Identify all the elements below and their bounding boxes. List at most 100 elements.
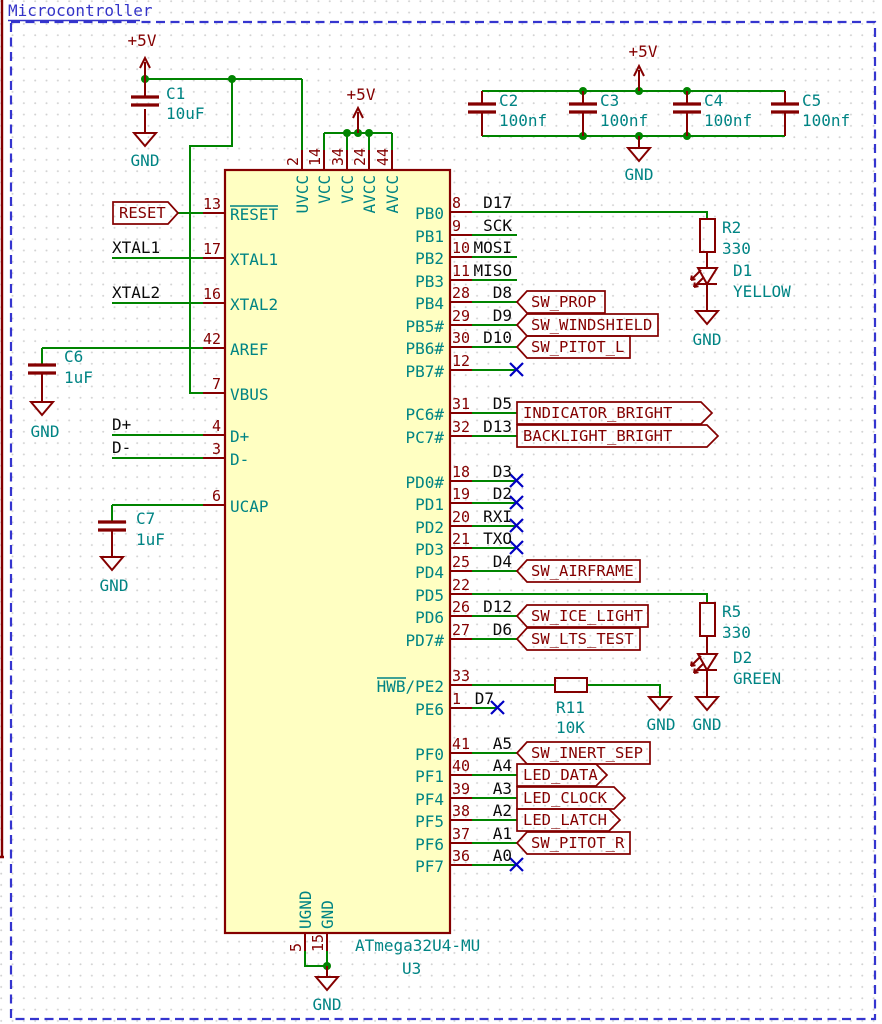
gnd-ic[interactable]: GND: [313, 966, 342, 1014]
power-5v-capbank[interactable]: +5V: [629, 42, 658, 91]
capacitor-c1[interactable]: C1 10uF: [131, 79, 205, 123]
gnd-label[interactable]: GND: [693, 715, 722, 734]
net-label[interactable]: D4: [493, 552, 512, 571]
gnd-label[interactable]: GND: [693, 330, 722, 349]
value-label[interactable]: 330: [722, 239, 751, 258]
value-label[interactable]: 1uF: [136, 530, 165, 549]
gnd-d1[interactable]: GND: [693, 285, 722, 349]
global-label-backlight-bright[interactable]: BACKLIGHT_BRIGHT: [516, 424, 720, 448]
wire-5v-rail[interactable]: [145, 78, 303, 394]
led-d1[interactable]: D1 YELLOW: [690, 252, 791, 301]
value-label[interactable]: 1uF: [64, 368, 93, 387]
ic-value[interactable]: ATmega32U4-MU: [355, 936, 480, 955]
ref-label[interactable]: R5: [722, 602, 741, 621]
net-label[interactable]: D2: [493, 484, 512, 503]
no-connect-icon[interactable]: [509, 518, 524, 533]
gnd-capbank[interactable]: GND: [625, 136, 654, 184]
net-label[interactable]: D9: [493, 306, 512, 325]
ref-label[interactable]: C2: [499, 91, 518, 110]
global-label-sw-airframe[interactable]: SW_AIRFRAME: [515, 559, 641, 583]
net-label[interactable]: D13: [483, 417, 512, 436]
net-label[interactable]: A0: [493, 846, 512, 865]
value-label[interactable]: 100nf: [600, 111, 648, 130]
value-label[interactable]: 100nf: [802, 111, 850, 130]
ref-label[interactable]: C1: [166, 84, 185, 103]
led-d2[interactable]: D2 GREEN: [690, 636, 781, 688]
resistor-r11[interactable]: R11 10K: [554, 677, 588, 737]
capacitor-c3[interactable]: C3 100nf: [569, 91, 648, 136]
wire-pe2-r11[interactable]: [472, 684, 661, 697]
plus5v-label[interactable]: +5V: [629, 42, 658, 61]
net-label[interactable]: SCK: [483, 216, 512, 235]
net-label[interactable]: D+: [112, 415, 131, 434]
wire-pd5-r5[interactable]: [472, 593, 708, 603]
no-connect-icon[interactable]: [509, 540, 524, 555]
net-label[interactable]: RXI: [483, 507, 512, 526]
power-5v-vccbus[interactable]: +5V: [347, 85, 376, 133]
value-label[interactable]: 10uF: [166, 104, 205, 123]
ref-label[interactable]: C6: [64, 347, 83, 366]
value-label[interactable]: YELLOW: [733, 282, 791, 301]
plus5v-label[interactable]: +5V: [128, 31, 157, 50]
no-connect-icon[interactable]: [509, 495, 524, 510]
gnd-label[interactable]: GND: [100, 576, 129, 595]
ref-label[interactable]: C5: [802, 91, 821, 110]
resistor-r5[interactable]: R5 330: [699, 602, 751, 642]
value-label[interactable]: 10K: [556, 718, 585, 737]
no-connect-icon[interactable]: [490, 700, 505, 715]
capacitor-c4[interactable]: C4 100nf: [673, 91, 752, 136]
net-label[interactable]: D6: [493, 620, 512, 639]
value-label[interactable]: 100nf: [499, 111, 547, 130]
ref-label[interactable]: C4: [704, 91, 723, 110]
no-connect-icon[interactable]: [509, 362, 524, 377]
power-5v-c1[interactable]: +5V: [128, 31, 157, 79]
net-label[interactable]: A5: [493, 734, 512, 753]
net-label[interactable]: A2: [493, 801, 512, 820]
capacitor-c5[interactable]: C5 100nf: [771, 91, 850, 136]
net-label[interactable]: D5: [493, 394, 512, 413]
net-label[interactable]: MISO: [473, 261, 512, 280]
gnd-label[interactable]: GND: [625, 165, 654, 184]
gnd-label[interactable]: GND: [313, 995, 342, 1014]
resistor-r2[interactable]: R2 330: [699, 218, 751, 258]
value-label[interactable]: GREEN: [733, 669, 781, 688]
global-label-sw-lts-test[interactable]: SW_LTS_TEST: [515, 627, 641, 651]
ic-body[interactable]: [223, 168, 452, 935]
global-label-sw-ice-light[interactable]: SW_ICE_LIGHT: [515, 604, 649, 628]
global-label-sw-inert-sep[interactable]: SW_INERT_SEP: [515, 741, 651, 765]
net-label[interactable]: MOSI: [473, 238, 512, 257]
ref-label[interactable]: R11: [556, 698, 585, 717]
ref-label[interactable]: D2: [733, 648, 752, 667]
global-label-indicator-bright[interactable]: INDICATOR_BRIGHT: [516, 401, 714, 425]
wire-right-pins[interactable]: [472, 234, 517, 866]
capacitor-c7[interactable]: C7 1uF: [98, 509, 165, 549]
global-label-sw-pitot-r[interactable]: SW_PITOT_R: [515, 831, 631, 855]
gnd-d2[interactable]: GND: [693, 671, 722, 734]
global-label-sw-prop[interactable]: SW_PROP: [515, 290, 606, 314]
gnd-label[interactable]: GND: [131, 151, 160, 170]
global-label-sw-pitot-l[interactable]: SW_PITOT_L: [515, 335, 631, 359]
ref-label[interactable]: D1: [733, 261, 752, 280]
no-connect-icon[interactable]: [509, 857, 524, 872]
global-label-reset[interactable]: RESET: [112, 201, 180, 225]
net-label[interactable]: D10: [483, 328, 512, 347]
capacitor-c6[interactable]: C6 1uF: [28, 347, 93, 387]
net-label[interactable]: A1: [493, 824, 512, 843]
gnd-c6[interactable]: GND: [28, 373, 60, 441]
ic-ref[interactable]: U3: [402, 959, 421, 978]
net-label[interactable]: TXO: [483, 529, 512, 548]
global-label-sw-windshield[interactable]: SW_WINDSHIELD: [515, 313, 659, 337]
global-label-led-clock[interactable]: LED_CLOCK: [516, 786, 627, 810]
gnd-c7[interactable]: GND: [98, 530, 129, 595]
no-connect-icon[interactable]: [509, 473, 524, 488]
net-label[interactable]: D8: [493, 283, 512, 302]
wire-left-pins[interactable]: [41, 212, 203, 522]
sheet-title[interactable]: Microcontroller: [8, 1, 153, 20]
net-label[interactable]: D17: [483, 193, 512, 212]
net-label[interactable]: D3: [493, 462, 512, 481]
gnd-label[interactable]: GND: [647, 715, 676, 734]
ref-label[interactable]: C7: [136, 509, 155, 528]
ref-label[interactable]: R2: [722, 218, 741, 237]
value-label[interactable]: 330: [722, 623, 751, 642]
net-label[interactable]: XTAL1: [112, 238, 160, 257]
